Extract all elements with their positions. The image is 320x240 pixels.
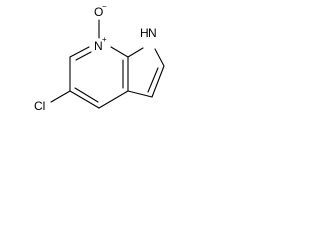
- bond-c6-n7-inner: [75, 51, 92, 61]
- molecule-diagram: O − N + H N Cl: [34, 2, 165, 113]
- bond-n1-c2: [154, 48, 165, 67]
- oxygen-label: O: [94, 5, 103, 19]
- bond-c3a-c4: [98, 90, 129, 109]
- bond-c7a-n1: [127, 47, 144, 58]
- ring-nitrogen-charge-label: +: [102, 35, 107, 44]
- bond-c5-cl: [50, 90, 71, 103]
- bond-c6-n7: [69, 46, 90, 58]
- bond-c3-c3a: [127, 90, 153, 98]
- chlorine-label: Cl: [34, 99, 45, 113]
- pyrrole-nitrogen-label: N: [148, 26, 157, 40]
- oxygen-charge-label: −: [102, 2, 107, 11]
- bond-n7-c7a: [110, 46, 129, 58]
- bond-c4-c5-inner: [74, 87, 99, 103]
- structure-canvas: O − N + H N Cl: [0, 0, 184, 138]
- bond-c2-c3-inner: [147, 67, 159, 93]
- bond-c4-c5: [69, 90, 100, 109]
- pyrrole-h-label: H: [140, 26, 149, 40]
- bond-c2-c3: [151, 65, 165, 98]
- ring-nitrogen-label: N: [94, 39, 103, 53]
